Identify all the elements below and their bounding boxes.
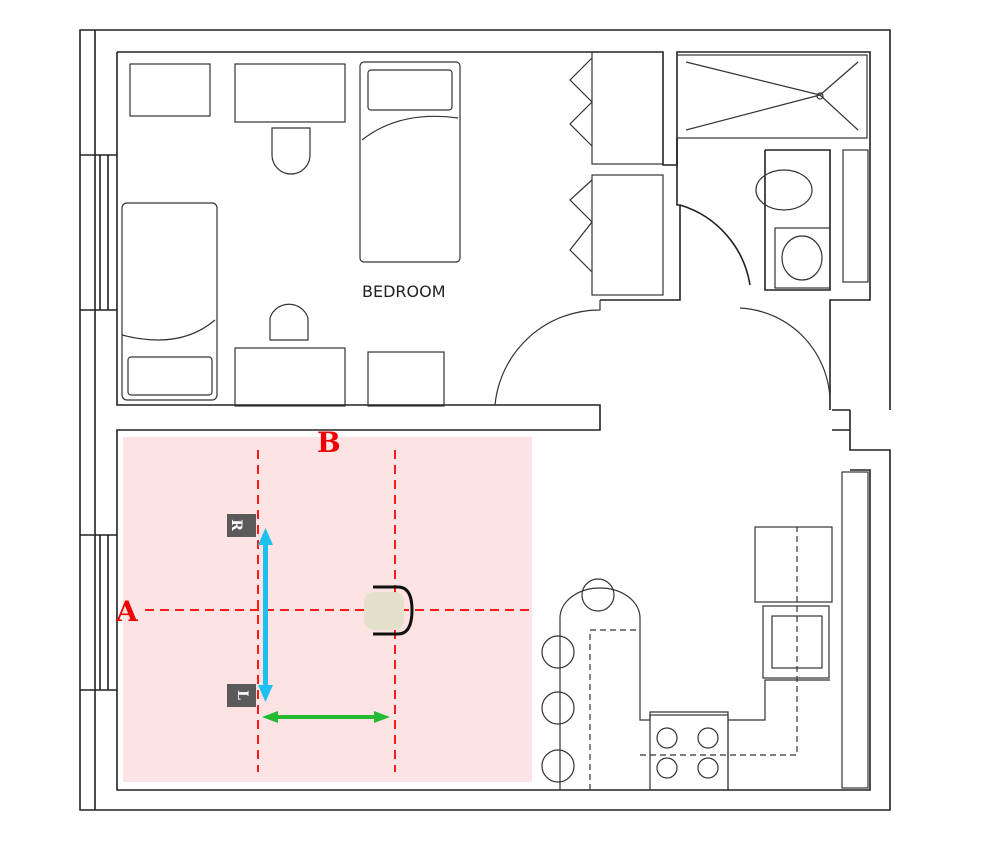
horizontal-double-arrow (262, 711, 390, 723)
svg-text:R: R (228, 519, 244, 531)
sink (774, 227, 831, 289)
bedroom-furniture (121, 61, 461, 407)
axis-label-b: B (317, 426, 341, 459)
toilet (755, 169, 813, 211)
stove (649, 714, 729, 791)
marker-l: L (227, 684, 256, 707)
vertical-double-arrow (258, 528, 273, 702)
kitchen (541, 471, 869, 791)
bathroom (600, 54, 869, 406)
room-label-bedroom: BEDROOM (362, 282, 446, 301)
axis-label-a: A (115, 595, 139, 628)
chair-icon (364, 585, 414, 636)
closets (494, 51, 664, 406)
marker-r: R (227, 514, 256, 537)
svg-text:L: L (234, 690, 250, 700)
